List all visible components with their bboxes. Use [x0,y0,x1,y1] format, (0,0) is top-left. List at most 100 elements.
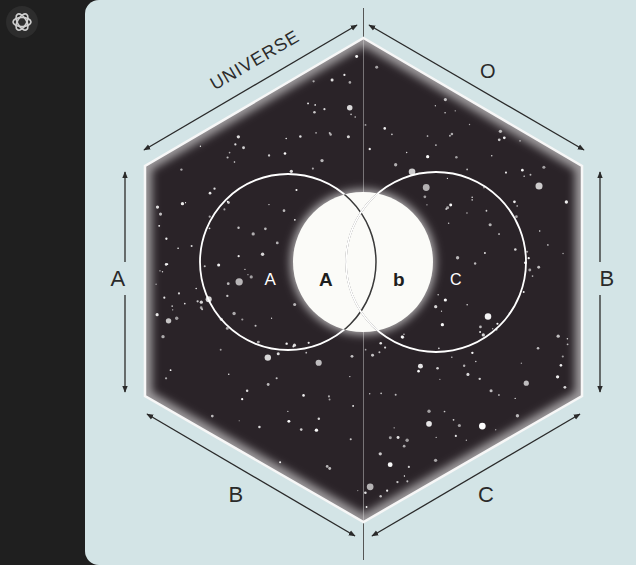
star [305,352,307,354]
star [516,205,518,207]
star [293,344,296,347]
star [560,364,563,367]
star [201,308,203,310]
star [228,373,229,374]
star [404,475,405,476]
star [379,342,382,345]
star [252,232,255,235]
star [455,156,457,158]
star [519,140,521,142]
star [491,155,493,157]
star [378,351,380,353]
star [447,178,448,179]
star [436,367,439,370]
star [455,110,456,111]
star [535,182,542,189]
star [234,161,236,163]
star [384,346,386,348]
star [316,360,322,366]
star [486,210,488,212]
edge-glow [145,38,582,522]
star [397,436,400,439]
star [328,467,331,470]
star [403,445,406,448]
star [437,294,439,296]
star [482,333,485,336]
star [395,394,397,396]
star [434,305,437,308]
star [438,348,440,350]
star [255,325,257,327]
star [513,200,516,203]
star [567,343,569,345]
star [315,132,317,134]
star [223,208,225,210]
star [217,264,220,267]
star [474,262,476,264]
star [537,347,540,350]
star [471,199,473,201]
star [312,167,314,169]
app-logo [6,6,38,38]
star [250,275,253,278]
star [380,392,382,394]
star [444,112,446,114]
star [388,462,393,467]
star [229,152,231,154]
dimension-label: C [478,482,494,507]
set-label: A [265,270,276,290]
star [393,427,394,428]
star [276,242,279,245]
star [423,195,426,198]
star [246,390,248,392]
star [514,248,517,251]
star [159,270,160,271]
panel [85,0,636,565]
star [528,257,530,259]
star [352,405,354,407]
star [237,226,239,228]
universe-hexagon: UNIVERSEAAbC [145,38,582,522]
star [204,265,206,267]
star [213,188,215,190]
star [446,206,449,209]
star [524,381,529,386]
star [449,135,451,137]
star [156,313,159,316]
dimension-line [599,172,600,262]
star [485,313,492,320]
star [258,426,261,429]
star [163,297,165,299]
set-circle-outline [344,170,528,354]
star [323,108,325,110]
star [451,133,454,136]
star [279,461,281,463]
star [556,375,559,378]
star [161,335,164,338]
star [241,318,243,320]
star [565,200,568,203]
star [369,148,371,150]
star [185,202,186,203]
star [521,363,522,364]
star [444,298,447,301]
star [539,230,541,232]
star [238,255,240,257]
dimension-label: B [229,482,244,507]
star [237,135,240,138]
star [165,263,168,266]
star [371,354,374,357]
star [191,245,193,247]
star [475,361,476,362]
star [264,227,267,230]
circle-outline [346,172,526,352]
star [307,102,309,104]
star [562,253,564,255]
star [315,428,318,431]
star [268,204,269,205]
star [329,132,331,134]
star [403,334,405,336]
star [347,135,350,138]
star [427,135,429,137]
star [391,133,393,135]
